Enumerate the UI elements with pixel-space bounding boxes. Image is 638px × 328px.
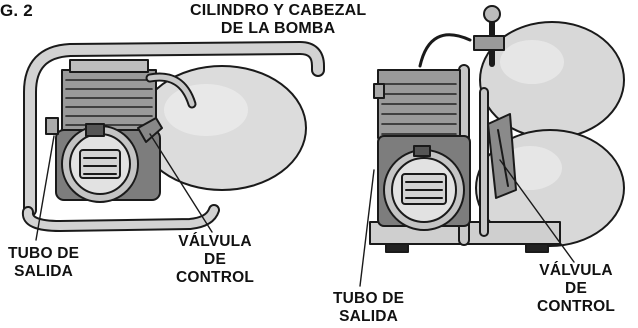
left-valve-line-3: CONTROL <box>176 269 255 286</box>
left-valve-line-1: VÁLVULA <box>178 233 252 250</box>
left-compressor-drawing <box>21 41 325 241</box>
figure-label: G. 2 <box>0 1 33 20</box>
right-outlet-tube-line-1: TUBO DE <box>333 290 405 307</box>
left-outlet-tube-label: TUBO DE SALIDA <box>8 245 79 281</box>
left-outlet-tube-line-1: TUBO DE <box>8 245 80 262</box>
left-valve-line-2: DE <box>204 251 226 268</box>
left-check-valve <box>137 117 163 143</box>
left-valve-pointer <box>149 133 213 233</box>
right-outlet-tube-line-2: SALIDA <box>339 308 399 325</box>
pump-cylinder-head-label: CILINDRO Y CABEZAL DE LA BOMBA <box>190 2 366 38</box>
left-check-valve-label: VÁLVULA DE CONTROL <box>176 233 254 287</box>
right-valve-line-2: DE <box>565 280 587 297</box>
left-outlet-tube-pointer <box>35 135 55 241</box>
right-outlet-tube-label: TUBO DE SALIDA <box>333 290 404 326</box>
left-outlet-tube-line-2: SALIDA <box>14 263 74 280</box>
right-valve-line-3: CONTROL <box>537 298 616 315</box>
right-valve-pointer <box>499 159 575 263</box>
title-line-2: DE LA BOMBA <box>220 20 336 37</box>
title-line-1: CILINDRO Y CABEZAL <box>190 2 367 19</box>
right-compressor-drawing <box>359 5 625 287</box>
right-outlet-tube-pointer <box>359 169 375 287</box>
right-valve-line-1: VÁLVULA <box>539 262 613 279</box>
right-check-valve-label: VÁLVULA DE CONTROL <box>537 262 615 316</box>
